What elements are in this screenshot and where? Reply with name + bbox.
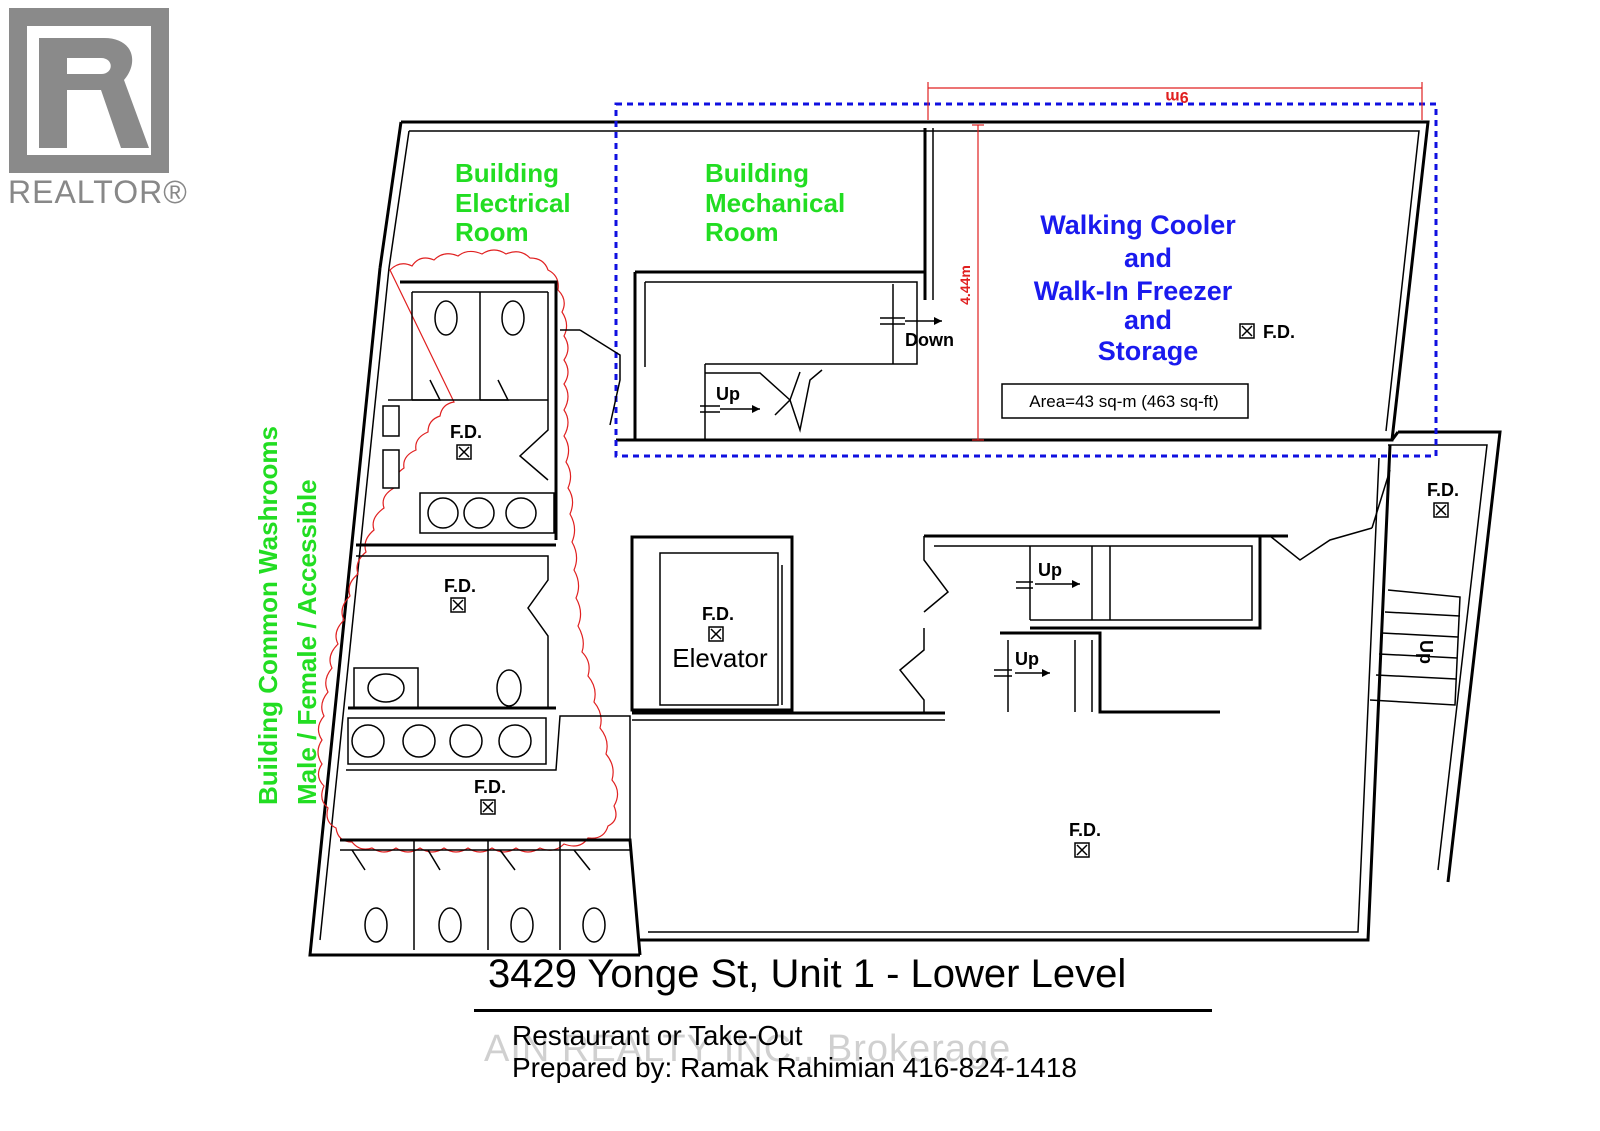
floor-drain-icon <box>1074 842 1090 858</box>
mechanical-room-label-1: Building <box>705 158 809 188</box>
stair-arrows <box>720 317 1080 677</box>
mechanical-room-label-2: Mechanical <box>705 188 845 218</box>
title-underline <box>474 1009 1212 1012</box>
fd-label-storage: F.D. <box>1263 322 1295 342</box>
cooler-label-3: Walk-In Freezer <box>1034 276 1233 306</box>
mechanical-stairs <box>560 284 905 440</box>
washroom-cloud-markup <box>317 249 619 853</box>
washrooms-label-2: Male / Female / Accessible <box>292 479 322 805</box>
electrical-room-label-3: Room <box>455 217 529 247</box>
floor-drain-icon <box>480 799 496 815</box>
washrooms-label-1: Building Common Washrooms <box>253 426 283 805</box>
realtor-wordmark: REALTOR® <box>8 174 188 210</box>
up-label-mech: Up <box>716 384 740 404</box>
floor-drain-icon <box>456 444 472 460</box>
plan-title: 3429 Yonge St, Unit 1 - Lower Level <box>488 952 1127 996</box>
brokerage-watermark: AIN REALTY INC., Brokerage <box>484 1028 1012 1070</box>
dim-top-label: 9m <box>1165 88 1188 105</box>
fd-label-elevator: F.D. <box>702 604 734 624</box>
area-box <box>1001 383 1249 419</box>
fd-label-washroom-upper: F.D. <box>450 422 482 442</box>
electrical-room-label-2: Electrical <box>455 188 571 218</box>
cooler-label-5: Storage <box>1098 336 1199 366</box>
up-label-stair-2: Up <box>1015 649 1039 669</box>
fd-label-main: F.D. <box>1069 820 1101 840</box>
elevator-shaft <box>630 535 945 721</box>
fd-label-east: F.D. <box>1427 480 1459 500</box>
realtor-logo-icon <box>9 8 169 173</box>
floor-drain-icon <box>1239 323 1255 339</box>
fd-label-washroom-middle: F.D. <box>444 576 476 596</box>
storage-area-outline <box>614 102 1438 458</box>
elevator-label: Elevator <box>672 643 768 673</box>
up-label-exterior: Up <box>1416 640 1436 664</box>
floor-drain-icon <box>450 597 466 613</box>
dim-vertical-label: 4.44m <box>957 265 973 305</box>
mechanical-room-label-3: Room <box>705 217 779 247</box>
electrical-room-label-1: Building <box>455 158 559 188</box>
floor-drain-icons <box>450 323 1449 858</box>
floor-drain-icon <box>708 626 724 642</box>
building-walls <box>308 120 1502 957</box>
cooler-label-1: Walking Cooler <box>1040 210 1236 240</box>
floor-drain-icon <box>1433 502 1449 518</box>
cooler-label-2: and <box>1124 243 1172 273</box>
fd-label-washroom-lower: F.D. <box>474 777 506 797</box>
plan-subtitle-use: Restaurant or Take-Out <box>512 1020 803 1051</box>
up-label-stair-1: Up <box>1038 560 1062 580</box>
dimension-lines: 9m 4.44m <box>927 82 1423 441</box>
washroom-fixtures <box>320 280 642 957</box>
area-label: Area=43 sq-m (463 sq-ft) <box>1029 392 1218 411</box>
cooler-label-4: and <box>1124 305 1172 335</box>
central-stairs <box>898 469 1391 714</box>
down-label: Down <box>905 330 954 350</box>
plan-subtitle-prepared-by: Prepared by: Ramak Rahimian 416-824-1418 <box>512 1052 1077 1083</box>
